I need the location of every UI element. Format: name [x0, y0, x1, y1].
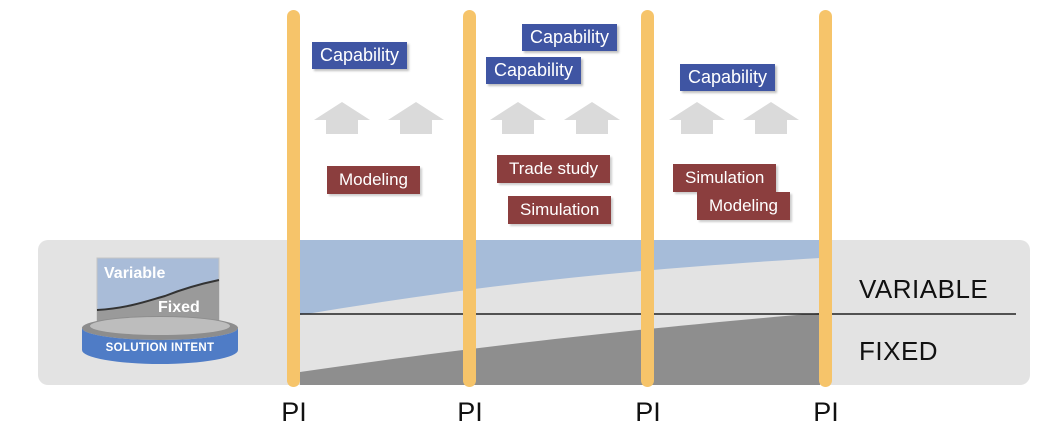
up-arrow-icon — [743, 102, 799, 134]
fixed-area — [300, 313, 820, 385]
up-arrow-icon — [669, 102, 725, 134]
pi-label-4: PI — [813, 397, 839, 427]
up-arrow-icon — [490, 102, 546, 134]
pi-label-2: PI — [457, 397, 483, 427]
activity-box-simulation: Simulation — [673, 164, 777, 192]
pi-label-3: PI — [635, 397, 661, 427]
pi-pillar-2 — [463, 10, 476, 387]
activity-box-trade-study: Trade study — [497, 155, 611, 183]
fixed-zone-label: FIXED — [859, 336, 939, 366]
variable-zone-label: VARIABLE — [859, 274, 989, 304]
pi-label-1: PI — [281, 397, 307, 427]
capability-box-2: Capability — [522, 24, 618, 51]
up-arrow-icon — [314, 102, 370, 134]
activity-box-modeling: Modeling — [327, 166, 420, 194]
pi-pillar-1 — [287, 10, 300, 387]
solution-intent-fixed-label: Fixed — [158, 299, 200, 316]
variable-area — [300, 240, 820, 315]
capability-box-3: Capability — [486, 57, 582, 84]
pi-pillar-4 — [819, 10, 832, 387]
solution-intent-icon — [82, 257, 238, 364]
capability-box-1: Capability — [312, 42, 408, 69]
capability-box-4: Capability — [680, 64, 776, 91]
up-arrow-icon — [564, 102, 620, 134]
activity-box-modeling: Modeling — [697, 192, 790, 220]
solution-intent-variable-label: Variable — [104, 265, 166, 282]
pi-pillar-3 — [641, 10, 654, 387]
activity-box-simulation: Simulation — [508, 196, 612, 224]
solution-intent-label: SOLUTION INTENT — [105, 342, 215, 354]
up-arrow-icon — [388, 102, 444, 134]
